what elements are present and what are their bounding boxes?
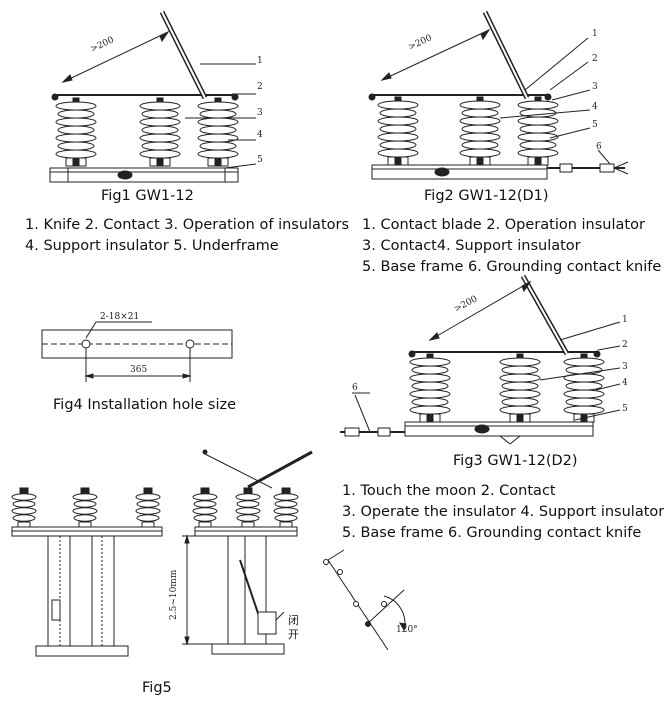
fig3-legend: 1. Touch the moon 2. Contact 3. Operate … — [342, 481, 664, 544]
fig2-num-1: 1 — [592, 29, 598, 39]
fig5-side-view — [182, 449, 313, 655]
fig3-legend-line-1: 1. Touch the moon 2. Contact — [342, 483, 556, 499]
fig2-operation-insulator — [459, 96, 501, 166]
fig1-crank — [117, 170, 133, 180]
fig2-legend-line-1: 1. Contact blade 2. Operation insulator — [362, 217, 645, 233]
fig1-num-1: 1 — [257, 56, 263, 66]
fig1-num-4: 4 — [257, 130, 263, 140]
fig5-height-label: 2.5~10mm — [169, 569, 179, 620]
fig3-dim-label: >200 — [453, 294, 480, 315]
fig5-open-label: 开 — [288, 628, 299, 641]
fig1-number-labels: 1 2 3 4 5 — [257, 56, 263, 165]
fig1-num-5: 5 — [257, 155, 263, 165]
fig1-support-insulator-right — [197, 97, 239, 167]
fig1-caption: Fig1 GW1-12 — [101, 188, 194, 204]
fig5-caption: Fig5 — [142, 680, 172, 696]
fig2-num-5: 5 — [592, 120, 598, 130]
fig3-num-2: 2 — [622, 340, 628, 350]
fig2-support-insulator-left — [377, 96, 419, 166]
fig1-num-2: 2 — [257, 82, 263, 92]
fig3-legend-line-3: 5. Base frame 6. Grounding contact knife — [342, 525, 642, 541]
fig5-front-view — [11, 487, 163, 657]
fig2-legend-line-3: 5. Base frame 6. Grounding contact knife — [362, 259, 662, 275]
fig4-hole-right — [185, 339, 195, 349]
fig4-drawing — [41, 321, 233, 382]
fig5-angle-label: 120° — [396, 625, 418, 635]
fig5-close-label: 闭 — [288, 614, 299, 627]
fig1-legend: 1. Knife 2. Contact 3. Operation of insu… — [25, 215, 349, 257]
fig2-num-3: 3 — [592, 82, 598, 92]
fig1-support-insulator-left — [55, 97, 97, 167]
fig3-drawing — [340, 274, 621, 445]
fig1-drawing — [49, 10, 257, 183]
fig3-legend-line-2: 3. Operate the insulator 4. Support insu… — [342, 504, 664, 520]
fig3-num-5: 5 — [622, 404, 628, 414]
fig2-num-6: 6 — [596, 142, 602, 152]
fig1-underframe — [49, 167, 239, 183]
fig4-hole-label: 2-18×21 — [100, 312, 139, 322]
fig2-legend: 1. Contact blade 2. Operation insulator … — [362, 215, 661, 278]
fig2-caption: Fig2 GW1-12(D1) — [424, 188, 549, 204]
fig2-dim-label: >200 — [407, 33, 434, 53]
fig2-support-insulator-right — [517, 96, 559, 166]
fig5-linkage — [323, 549, 407, 651]
fig3-number-labels: 1 2 3 4 5 6 — [352, 315, 628, 414]
fig3-num-3: 3 — [622, 362, 628, 372]
diagram-canvas: >200 1 2 3 4 5 >200 1 2 — [11, 10, 629, 657]
fig4-hole-left — [81, 339, 91, 349]
fig1-legend-line-2: 4. Support insulator 5. Underframe — [25, 238, 279, 254]
fig3-num-4: 4 — [622, 378, 628, 388]
fig3-support-insulator-right — [563, 353, 605, 423]
fig2-drawing — [368, 10, 629, 180]
fig2-base-frame — [371, 164, 548, 180]
fig2-legend-line-2: 3. Contact4. Support insulator — [362, 238, 581, 254]
fig4-spacing-label: 365 — [130, 365, 147, 375]
fig3-num-1: 1 — [622, 315, 628, 325]
fig1-legend-line-1: 1. Knife 2. Contact 3. Operation of insu… — [25, 217, 350, 233]
fig3-support-insulator-left — [409, 353, 451, 423]
fig2-number-labels: 1 2 3 4 5 6 — [592, 29, 602, 152]
fig4-caption: Fig4 Installation hole size — [53, 397, 237, 413]
fig1-dim-line — [62, 31, 169, 83]
fig1-num-3: 3 — [257, 108, 263, 118]
fig1-dim-label: >200 — [89, 35, 116, 55]
fig3-num-6: 6 — [352, 383, 358, 393]
fig3-caption: Fig3 GW1-12(D2) — [453, 453, 578, 469]
fig3-operation-insulator — [499, 353, 541, 423]
fig2-num-2: 2 — [592, 54, 598, 64]
fig3-base-frame — [404, 421, 594, 437]
fig1-operation-insulator — [139, 97, 181, 167]
fig2-num-4: 4 — [592, 102, 598, 112]
